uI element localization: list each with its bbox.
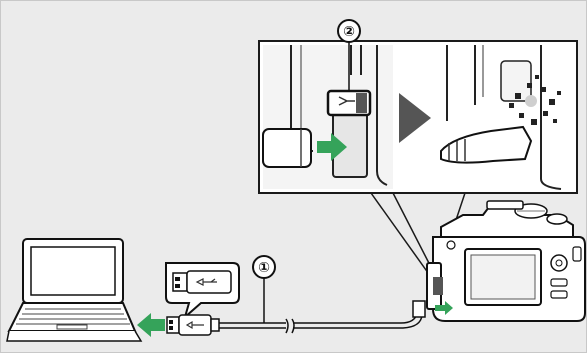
laptop-screen [31,247,115,295]
camera-usb-port [433,277,443,295]
pc-arrow-icon [137,313,165,337]
camera-top-button [447,241,455,249]
plug-end [173,273,187,291]
laptop-front-edge [7,331,141,341]
callout-1: ① [253,256,275,323]
usb-a-connector-icon [167,315,219,335]
ok-button [556,260,562,266]
usb-c-connector-icon [263,129,311,167]
connector-strain-relief [211,319,219,331]
cable-break-marks [286,319,294,333]
inset-left-port [263,45,393,189]
port-socket [356,93,367,113]
camera-icon [427,201,585,321]
zoom-inset [259,41,577,193]
flash-hotshoe [487,201,523,209]
camera-button-1 [551,279,567,286]
camera-button-2 [551,291,567,298]
callout-2-label: ② [343,24,355,40]
rear-screen-panel [471,255,535,299]
zoom-line-left [371,193,431,277]
shutter-dial [547,214,567,224]
usb-cable [219,301,425,333]
laptop-icon [7,239,141,341]
connector-end [167,317,179,333]
callout-1-label: ① [258,260,270,276]
cable-camera-plug [413,301,425,317]
camera-side-button [573,247,581,261]
laptop-touchpad [57,325,87,329]
usb-plug-icon [166,263,239,317]
